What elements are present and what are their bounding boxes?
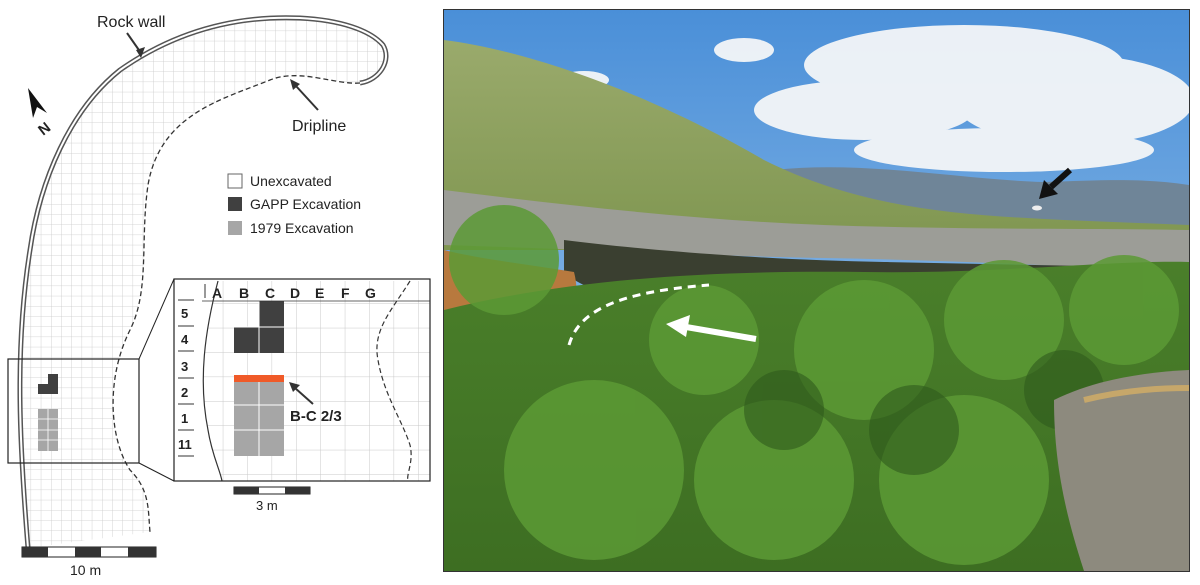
col-label-f: F <box>341 285 350 301</box>
inset-rock-wall <box>202 280 223 481</box>
row-label-11: 11 <box>178 437 192 452</box>
row-label-3: 3 <box>181 359 188 374</box>
inset-scale-bar: 3 m <box>233 486 311 513</box>
foreground-boulder <box>1054 370 1189 571</box>
dripline-line <box>112 75 361 533</box>
inset-callout-arrow <box>294 387 314 405</box>
legend-label-unexcavated: Unexcavated <box>250 173 332 189</box>
north-arrow-icon: N <box>28 88 54 139</box>
inset-orange-marker <box>234 375 284 382</box>
hillside <box>444 40 1189 250</box>
col-label-c: C <box>265 285 275 301</box>
inset-callout-label: B-C 2/3 <box>290 408 342 425</box>
inset-dripline <box>376 280 412 481</box>
photo-white-arrow-icon <box>685 324 757 342</box>
legend-swatch-gapp <box>228 197 242 211</box>
col-label-d: D <box>290 285 300 301</box>
site-plan-panel: N Rock wall Dripline Unexcavated GAPP Ex… <box>0 0 440 585</box>
row-label-1: 1 <box>181 411 188 426</box>
col-label-b: B <box>239 285 249 301</box>
row-label-4: 4 <box>181 332 189 347</box>
legend-label-1979: 1979 Excavation <box>250 220 354 236</box>
col-label-g: G <box>365 285 376 301</box>
clouds <box>559 25 1189 172</box>
dripline-label: Dripline <box>292 118 346 135</box>
site-photograph <box>443 9 1190 572</box>
dripline-arrow <box>295 85 319 111</box>
col-label-a: A <box>212 285 222 301</box>
inset-locator-box <box>7 358 140 464</box>
legend-swatch-unexcavated <box>227 173 243 189</box>
photo-illustration <box>444 10 1189 571</box>
legend: Unexcavated GAPP Excavation 1979 Excavat… <box>227 173 361 236</box>
rock-wall-label: Rock wall <box>97 14 165 31</box>
row-label-2: 2 <box>181 385 188 400</box>
legend-label-gapp: GAPP Excavation <box>250 196 361 212</box>
photo-black-arrow-icon <box>1048 167 1073 190</box>
row-label-5: 5 <box>181 306 188 321</box>
site-plan-drawing: N Rock wall Dripline Unexcavated GAPP Ex… <box>7 14 431 578</box>
north-label: N <box>35 119 54 139</box>
plan-scale-label: 10 m <box>70 562 101 578</box>
inset-scale-label: 3 m <box>256 498 278 513</box>
col-label-e: E <box>315 285 324 301</box>
legend-swatch-1979 <box>228 221 242 235</box>
inset-detail: A B C D E F G 5 4 3 2 1 11 B-C 2/3 <box>173 278 431 482</box>
plan-scale-bar: 10 m <box>21 546 157 578</box>
plan-excavation-squares <box>38 374 58 451</box>
photo-dripline-dashes <box>567 283 710 346</box>
